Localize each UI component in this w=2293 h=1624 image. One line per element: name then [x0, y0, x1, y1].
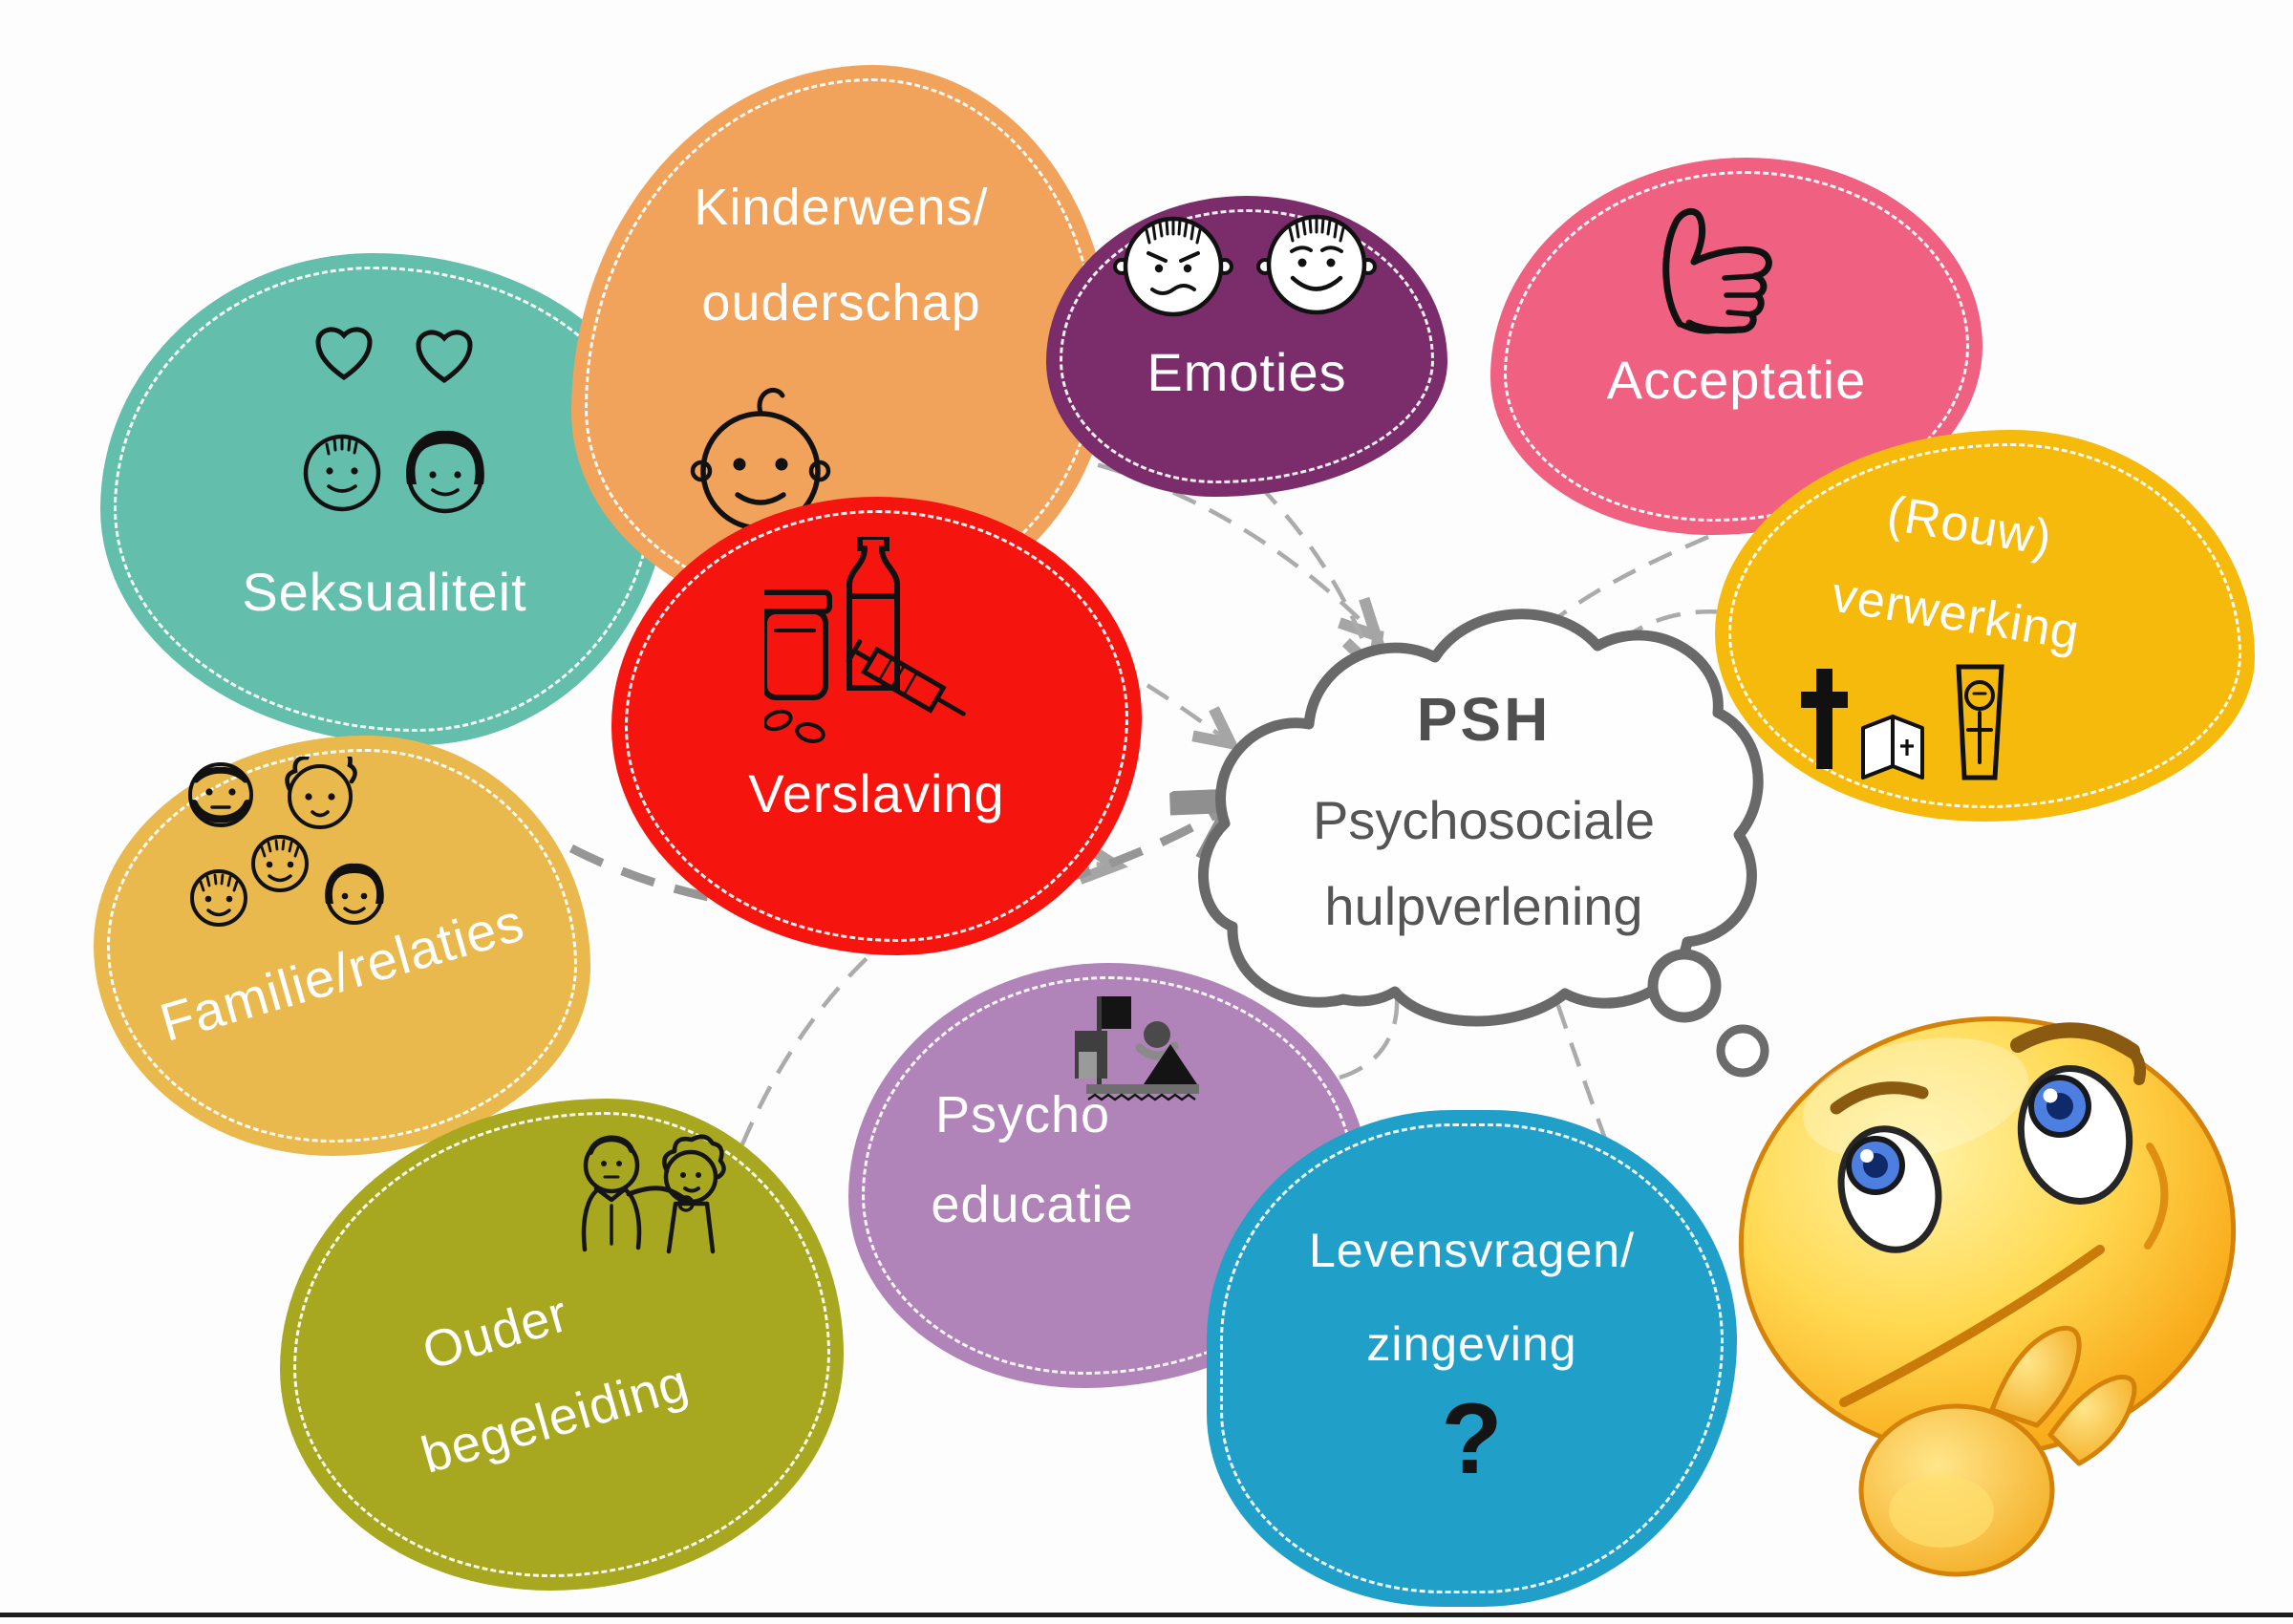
- family-faces-icon: [188, 757, 384, 927]
- thinking-smiley-face-icon: [1738, 1016, 2237, 1577]
- topic-label-levensvragen-line1: Levensvragen/: [1308, 1224, 1635, 1277]
- topic-blob-emoties: Emoties: [1046, 196, 1447, 497]
- cloud-title-line1: Psychosociale: [1313, 790, 1655, 850]
- topic-label-verslaving: Verslaving: [748, 763, 1005, 823]
- topic-label-seksualiteit: Seksualiteit: [242, 562, 527, 622]
- topic-blob-rouwverwerking: (Rouw) verwerking: [1715, 430, 2255, 822]
- topic-blob-levensvragen: Levensvragen/ zingeving ?: [1207, 1110, 1737, 1607]
- topic-blob-familie: Familie/relaties: [94, 736, 590, 1156]
- cross-bible-coffin-icon: [1801, 664, 2004, 780]
- topic-label-kinderwens-line1: Kinderwens/: [694, 179, 989, 236]
- topic-label-psycho-line2: educatie: [931, 1176, 1134, 1233]
- teacher-board-icon: [1075, 996, 1199, 1101]
- topic-label-levensvragen-line2: zingeving: [1366, 1317, 1577, 1371]
- hearts-couple-icon: [303, 327, 484, 514]
- bottom-border-line: [0, 1613, 2293, 1617]
- angry-happy-faces-icon: [1113, 214, 1377, 317]
- topic-blob-verslaving: Verslaving: [611, 497, 1142, 955]
- topic-label-kinderwens-line2: ouderschap: [701, 274, 981, 331]
- center-cloud: PSH Psychosociale hulpverlening: [1192, 581, 1775, 1058]
- topic-label-acceptatie: Acceptatie: [1606, 350, 1867, 410]
- thumbs-up-icon: [1662, 207, 1772, 334]
- topic-label-emoties: Emoties: [1146, 342, 1347, 402]
- topic-label-psycho-line1: Psycho: [934, 1086, 1111, 1143]
- thought-bubble-large: [1647, 949, 1722, 1023]
- topic-blob-ouderbegeleiding: Ouder begeleiding: [280, 1099, 844, 1591]
- topic-blob-seksualiteit: Seksualiteit: [100, 253, 669, 745]
- couple-icon: [581, 1134, 726, 1254]
- alcohol-pills-syringe-icon: [764, 537, 966, 743]
- thought-bubble-small: [1716, 1024, 1769, 1078]
- connector-psychoeducatie: [1339, 925, 1412, 1080]
- question-mark-icon: ?: [1441, 1383, 1503, 1495]
